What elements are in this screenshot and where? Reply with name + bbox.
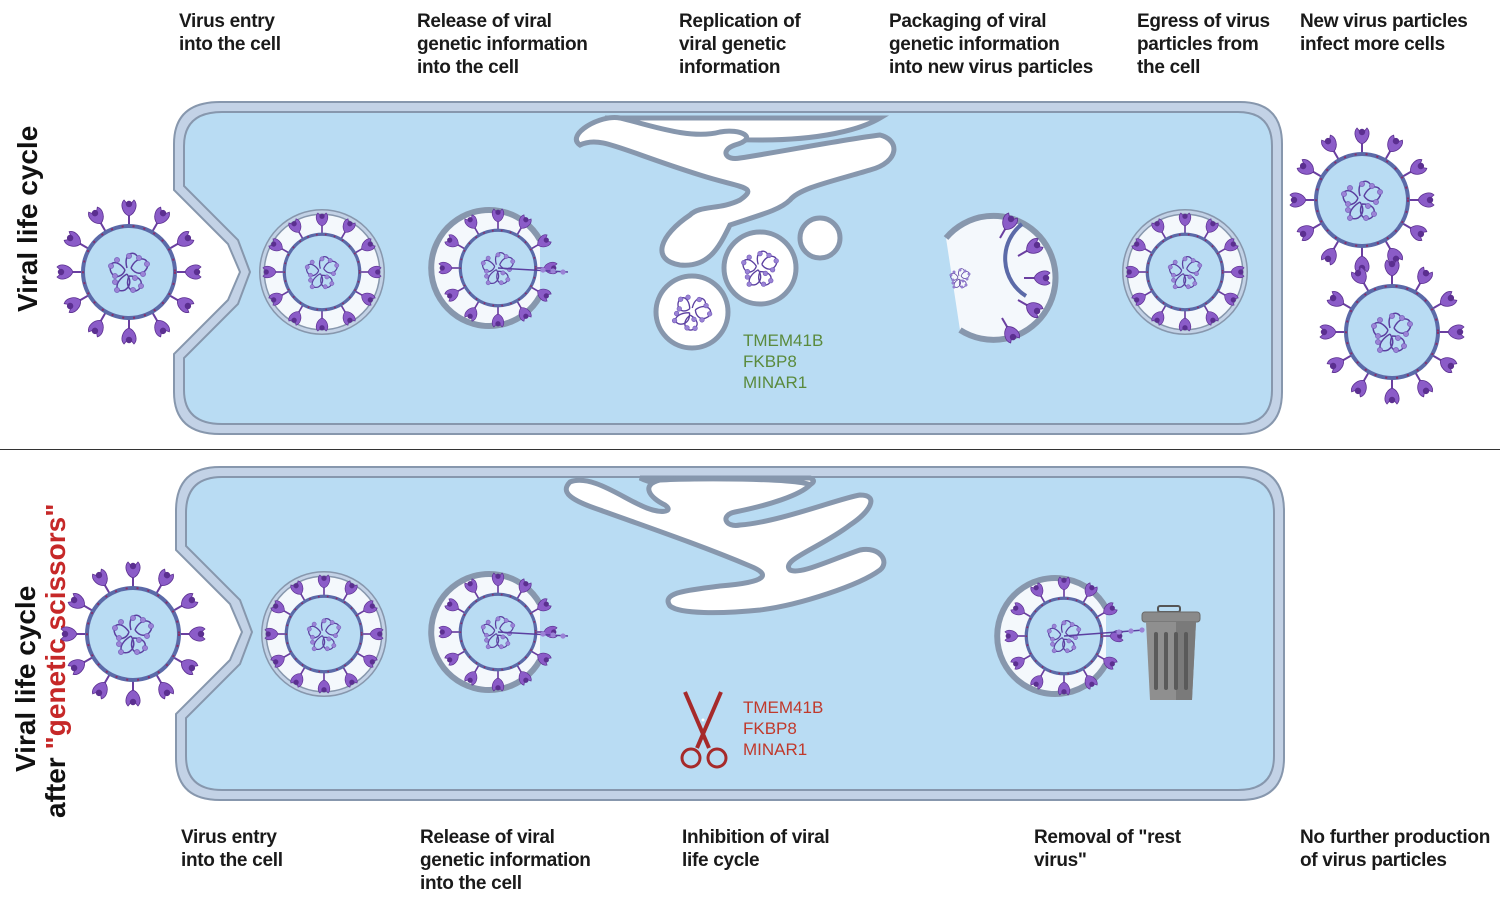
- label-line: Egress of virus: [1137, 11, 1270, 32]
- top-step-2-label: Release of viral genetic information int…: [417, 10, 588, 79]
- label-line: No further production: [1300, 827, 1491, 848]
- golgi-icon-bottom: [563, 475, 887, 616]
- label-line: Packaging of viral: [889, 11, 1047, 32]
- label-line: genetic information: [420, 850, 591, 871]
- top-step-3-label: Replication of viral genetic information: [679, 10, 801, 79]
- release-endosome-icon: [428, 207, 569, 329]
- label-line: into the cell: [179, 34, 281, 55]
- label-line: information: [679, 57, 781, 78]
- bottom-step-2-label: Release of viral genetic information int…: [420, 826, 591, 895]
- label-line: Virus entry: [179, 11, 275, 32]
- label-line: into the cell: [417, 57, 519, 78]
- replication-vesicle-2: [653, 273, 731, 351]
- endosome-icon: [262, 212, 382, 332]
- top-step-6-label: New virus particles infect more cells: [1300, 10, 1468, 56]
- top-step-4-label: Packaging of viral genetic information i…: [889, 10, 1093, 79]
- bottom-step-4-label: Removal of "rest virus": [1034, 826, 1181, 872]
- trash-can-icon: [1141, 605, 1201, 700]
- gene-fkbp8: FKBP8: [743, 719, 797, 738]
- replication-vesicle-1: [721, 229, 799, 307]
- label-line: genetic information: [889, 34, 1060, 55]
- release-endosome-icon-bottom: [428, 571, 569, 693]
- top-step-5-label: Egress of virus particles from the cell: [1137, 10, 1270, 79]
- golgi-icon: [574, 115, 897, 268]
- gene-tmem41b: TMEM41B: [743, 331, 824, 350]
- gene-tmem41b: TMEM41B: [743, 698, 824, 717]
- scissors-icon: [680, 691, 728, 769]
- label-line: infect more cells: [1300, 34, 1445, 55]
- label-line: into the cell: [181, 850, 283, 871]
- label-line: Virus entry: [181, 827, 277, 848]
- bottom-step-3-label: Inhibition of viral life cycle: [682, 826, 830, 872]
- label-line: Removal of "rest: [1034, 827, 1181, 848]
- packaging-vesicle-icon: [943, 210, 1059, 346]
- top-step-1-label: Virus entry into the cell: [179, 10, 281, 56]
- label-line: particles from: [1137, 34, 1259, 55]
- egress-vesicle-icon: [1125, 212, 1245, 332]
- bottom-gene-list: TMEM41B FKBP8 MINAR1: [743, 697, 823, 760]
- label-line: of virus particles: [1300, 850, 1447, 871]
- label-line: the cell: [1137, 57, 1201, 78]
- gene-minar1: MINAR1: [743, 740, 808, 759]
- label-line: Release of viral: [420, 827, 555, 848]
- bottom-cell: [175, 466, 1285, 801]
- top-gene-list: TMEM41B FKBP8 MINAR1: [743, 330, 823, 393]
- label-line: Inhibition of viral: [682, 827, 830, 848]
- label-line: genetic information: [417, 34, 588, 55]
- gene-minar1: MINAR1: [743, 373, 808, 392]
- section-divider: [0, 449, 1500, 450]
- new-virus-icon-2: [1320, 260, 1464, 404]
- bottom-step-5-label: No further production of virus particles: [1300, 826, 1490, 872]
- label-line: viral genetic: [679, 34, 786, 55]
- label-line: virus": [1034, 850, 1087, 871]
- virus-icon: [57, 200, 201, 344]
- new-virus-icon-1: [1290, 128, 1434, 272]
- gene-fkbp8: FKBP8: [743, 352, 797, 371]
- label-line: into new virus particles: [889, 57, 1093, 78]
- endosome-icon-bottom: [264, 574, 384, 694]
- label-line: Release of viral: [417, 11, 552, 32]
- label-line: New virus particles: [1300, 11, 1468, 32]
- label-line: Replication of: [679, 11, 801, 32]
- bottom-step-1-label: Virus entry into the cell: [181, 826, 283, 872]
- label-line: into the cell: [420, 873, 522, 894]
- virus-icon-bottom: [61, 562, 205, 706]
- label-line: life cycle: [682, 850, 760, 871]
- rest-virus-endosome-icon: [994, 575, 1145, 697]
